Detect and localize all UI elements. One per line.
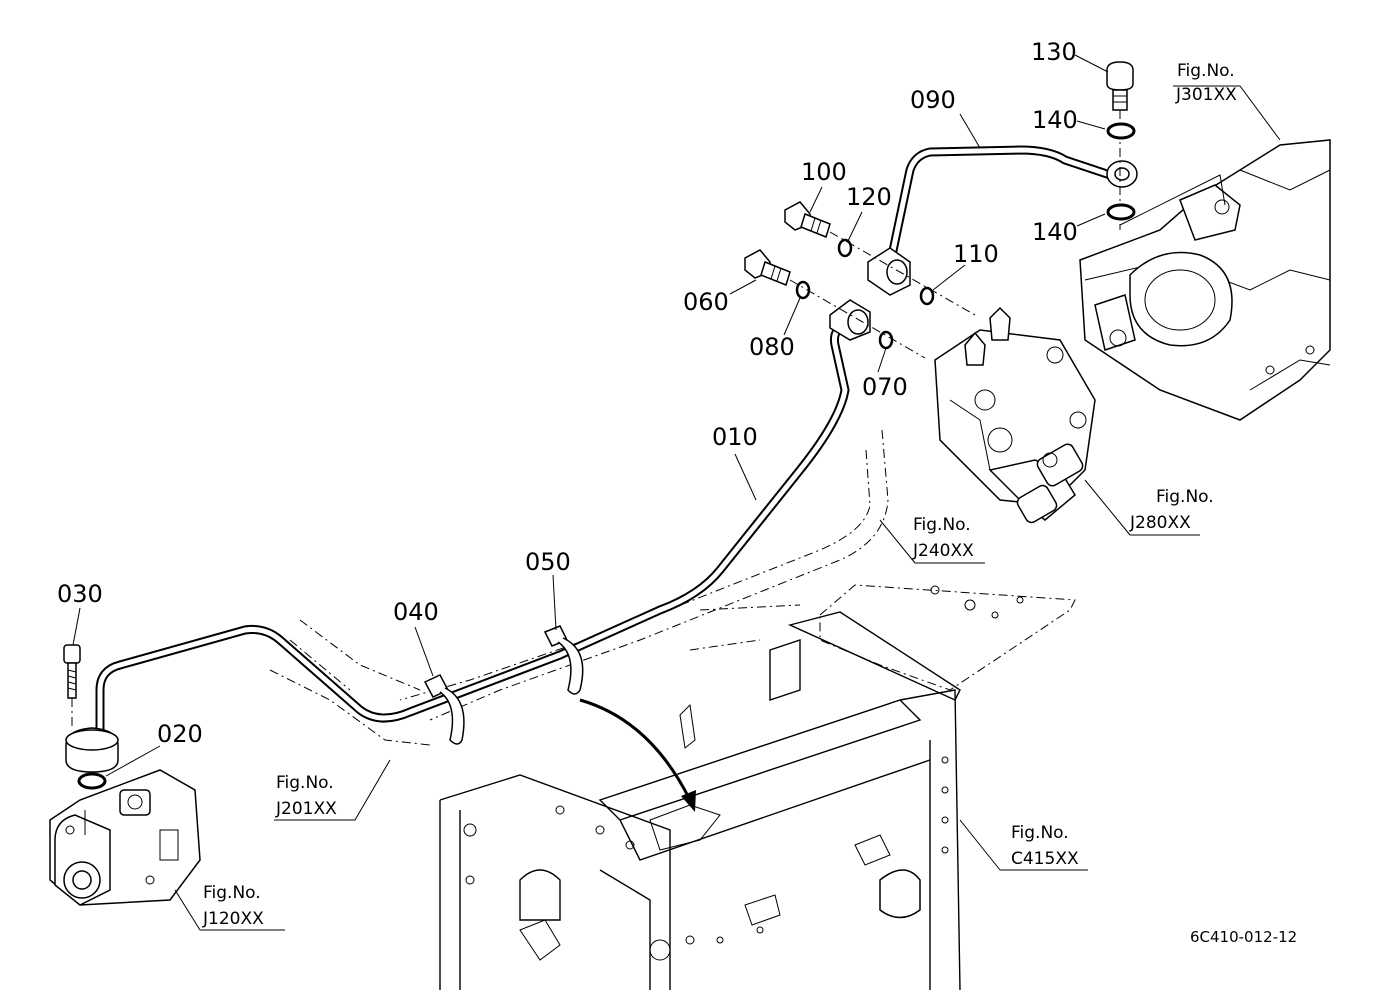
hydraulic-pump <box>49 769 201 906</box>
part-label: 060 <box>683 288 729 316</box>
fig-ref-title: Fig.No. <box>276 773 334 793</box>
clamp-040 <box>423 674 465 745</box>
part-label: 010 <box>712 423 758 451</box>
clamp-050 <box>543 625 584 695</box>
part-label: 110 <box>953 240 999 268</box>
leader-lines <box>72 54 1281 931</box>
part-label: 090 <box>910 86 956 114</box>
banjo-fitting-top <box>1106 160 1138 188</box>
fig-ref-title: Fig.No. <box>203 883 261 903</box>
part-label: 140 <box>1032 218 1078 246</box>
part-label: 040 <box>393 598 439 626</box>
o-ring-070 <box>878 330 894 350</box>
part-label: 030 <box>57 580 103 608</box>
part-labels: 010 020 030 040 050 060 070 080 090 100 … <box>57 38 1078 748</box>
pipe-flange <box>65 727 119 773</box>
transmission-outline <box>269 429 889 746</box>
o-ring-110 <box>919 286 935 306</box>
fig-ref-code: J301XX <box>1175 85 1237 105</box>
pipe-010 <box>95 320 850 735</box>
control-valve <box>934 306 1096 524</box>
o-ring-080 <box>795 280 811 300</box>
fig-ref-code: J201XX <box>275 799 337 819</box>
part-label: 080 <box>749 333 795 361</box>
o-ring-020 <box>77 772 107 790</box>
fig-ref-code: J240XX <box>912 541 974 561</box>
washer-140-upper <box>1106 122 1136 140</box>
part-label: 050 <box>525 548 571 576</box>
fig-ref-code: C415XX <box>1011 849 1079 869</box>
part-label: 140 <box>1032 106 1078 134</box>
bolt-030 <box>63 644 81 730</box>
fig-ref-title: Fig.No. <box>1156 487 1214 507</box>
clamp-location-arrow <box>579 698 696 812</box>
figure-references: Fig.No. J301XX Fig.No. J280XX Fig.No. J2… <box>202 61 1237 929</box>
part-label: 130 <box>1031 38 1077 66</box>
fig-ref-title: Fig.No. <box>1177 61 1235 81</box>
banjo-bolt-060 <box>744 249 926 359</box>
pipe-090 <box>885 145 1115 270</box>
fig-ref-title: Fig.No. <box>913 515 971 535</box>
banjo-fitting-upper <box>867 247 911 296</box>
part-label: 020 <box>157 720 203 748</box>
frame-drawing <box>439 584 1076 991</box>
hydraulic-housing <box>1079 139 1331 421</box>
part-label: 070 <box>862 373 908 401</box>
bolt-130 <box>1106 61 1134 230</box>
fig-ref-code: J280XX <box>1129 513 1191 533</box>
part-label: 100 <box>801 158 847 186</box>
washer-140-lower <box>1106 203 1136 221</box>
drawing-number: 6C410-012-12 <box>1190 928 1297 946</box>
fig-ref-title: Fig.No. <box>1011 823 1069 843</box>
banjo-fitting-lower <box>829 299 871 341</box>
banjo-bolt-100 <box>784 201 976 316</box>
fig-ref-code: J120XX <box>202 909 264 929</box>
part-label: 120 <box>846 183 892 211</box>
o-ring-120 <box>837 238 853 258</box>
